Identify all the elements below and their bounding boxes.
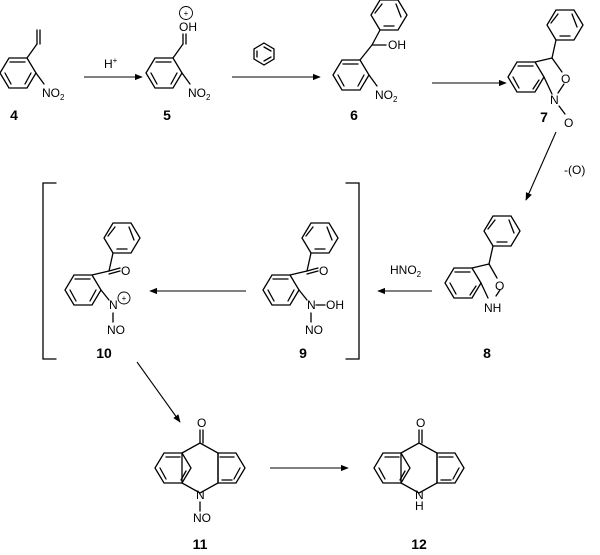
condition-nitrous-acid: HNO2	[390, 263, 422, 279]
compound-11-label: 11	[193, 536, 208, 552]
compound-7-ring-nitrogen: N	[550, 93, 559, 107]
compound-5-label: 5	[163, 107, 171, 123]
compound-6-nitro-group: NO2	[375, 88, 398, 104]
compound-4-label: 4	[10, 107, 18, 123]
arrow-7-to-8	[525, 131, 557, 201]
compound-9-hydroxy: OH	[326, 298, 344, 312]
compound-7-n-oxide: O	[564, 116, 573, 130]
compound-12-carbonyl-oxygen: O	[416, 416, 425, 430]
compound-11-carbonyl-oxygen: O	[197, 416, 206, 430]
compound-6-structure: OH NO2	[332, 0, 408, 104]
compound-9-carbonyl-oxygen: O	[319, 264, 328, 278]
condition-acid: H+	[104, 56, 118, 71]
compound-8-structure: O NH	[444, 215, 521, 315]
compound-10-structure: O N + NO	[64, 222, 141, 337]
compound-7-structure: O N O	[507, 9, 584, 130]
compound-11-nitroso: NO	[193, 511, 211, 525]
compound-5-nitro-group: NO2	[188, 86, 211, 102]
compound-7-label: 7	[540, 109, 548, 125]
compound-9-label: 9	[299, 345, 307, 361]
compound-5-structure: OH + NO2	[145, 6, 211, 102]
compound-8-label: 8	[483, 345, 491, 361]
compound-12-nh-hydrogen: H	[415, 499, 424, 513]
compound-4-nitro-group: NO2	[42, 86, 65, 102]
compound-10-nitroso: NO	[107, 323, 125, 337]
compound-5-charge: +	[184, 9, 189, 18]
compound-6-label: 6	[350, 107, 358, 123]
compound-12-ring-nitrogen: N	[415, 488, 424, 502]
compound-10-carbonyl-oxygen: O	[121, 264, 130, 278]
compound-10-charge: +	[122, 294, 127, 303]
compound-5-hydroxy: OH	[179, 20, 197, 34]
compound-10-nitrogen: N	[109, 298, 118, 312]
compound-9-amine-nitrogen: N	[307, 298, 316, 312]
compound-11-structure: O N NO	[154, 416, 246, 525]
compound-12-label: 12	[411, 536, 427, 552]
compound-9-nitroso: NO	[305, 323, 323, 337]
compound-8-ring-oxygen: O	[495, 279, 504, 293]
condition-deoxygenation: -(O)	[564, 163, 585, 177]
compound-11-ring-nitrogen: N	[196, 488, 205, 502]
compound-12-structure: O H N	[373, 416, 465, 513]
compound-9-structure: O N OH NO	[262, 222, 344, 337]
compound-4-structure: NO2	[0, 29, 65, 102]
benzene-reagent-icon	[253, 42, 275, 66]
compound-6-hydroxy: OH	[388, 38, 406, 52]
arrow-10-to-11	[136, 361, 181, 423]
compound-8-ring-amine: NH	[484, 301, 501, 315]
compound-7-ring-oxygen: O	[561, 72, 570, 86]
left-bracket	[42, 182, 57, 360]
compound-10-label: 10	[96, 345, 112, 361]
right-bracket	[345, 182, 360, 360]
